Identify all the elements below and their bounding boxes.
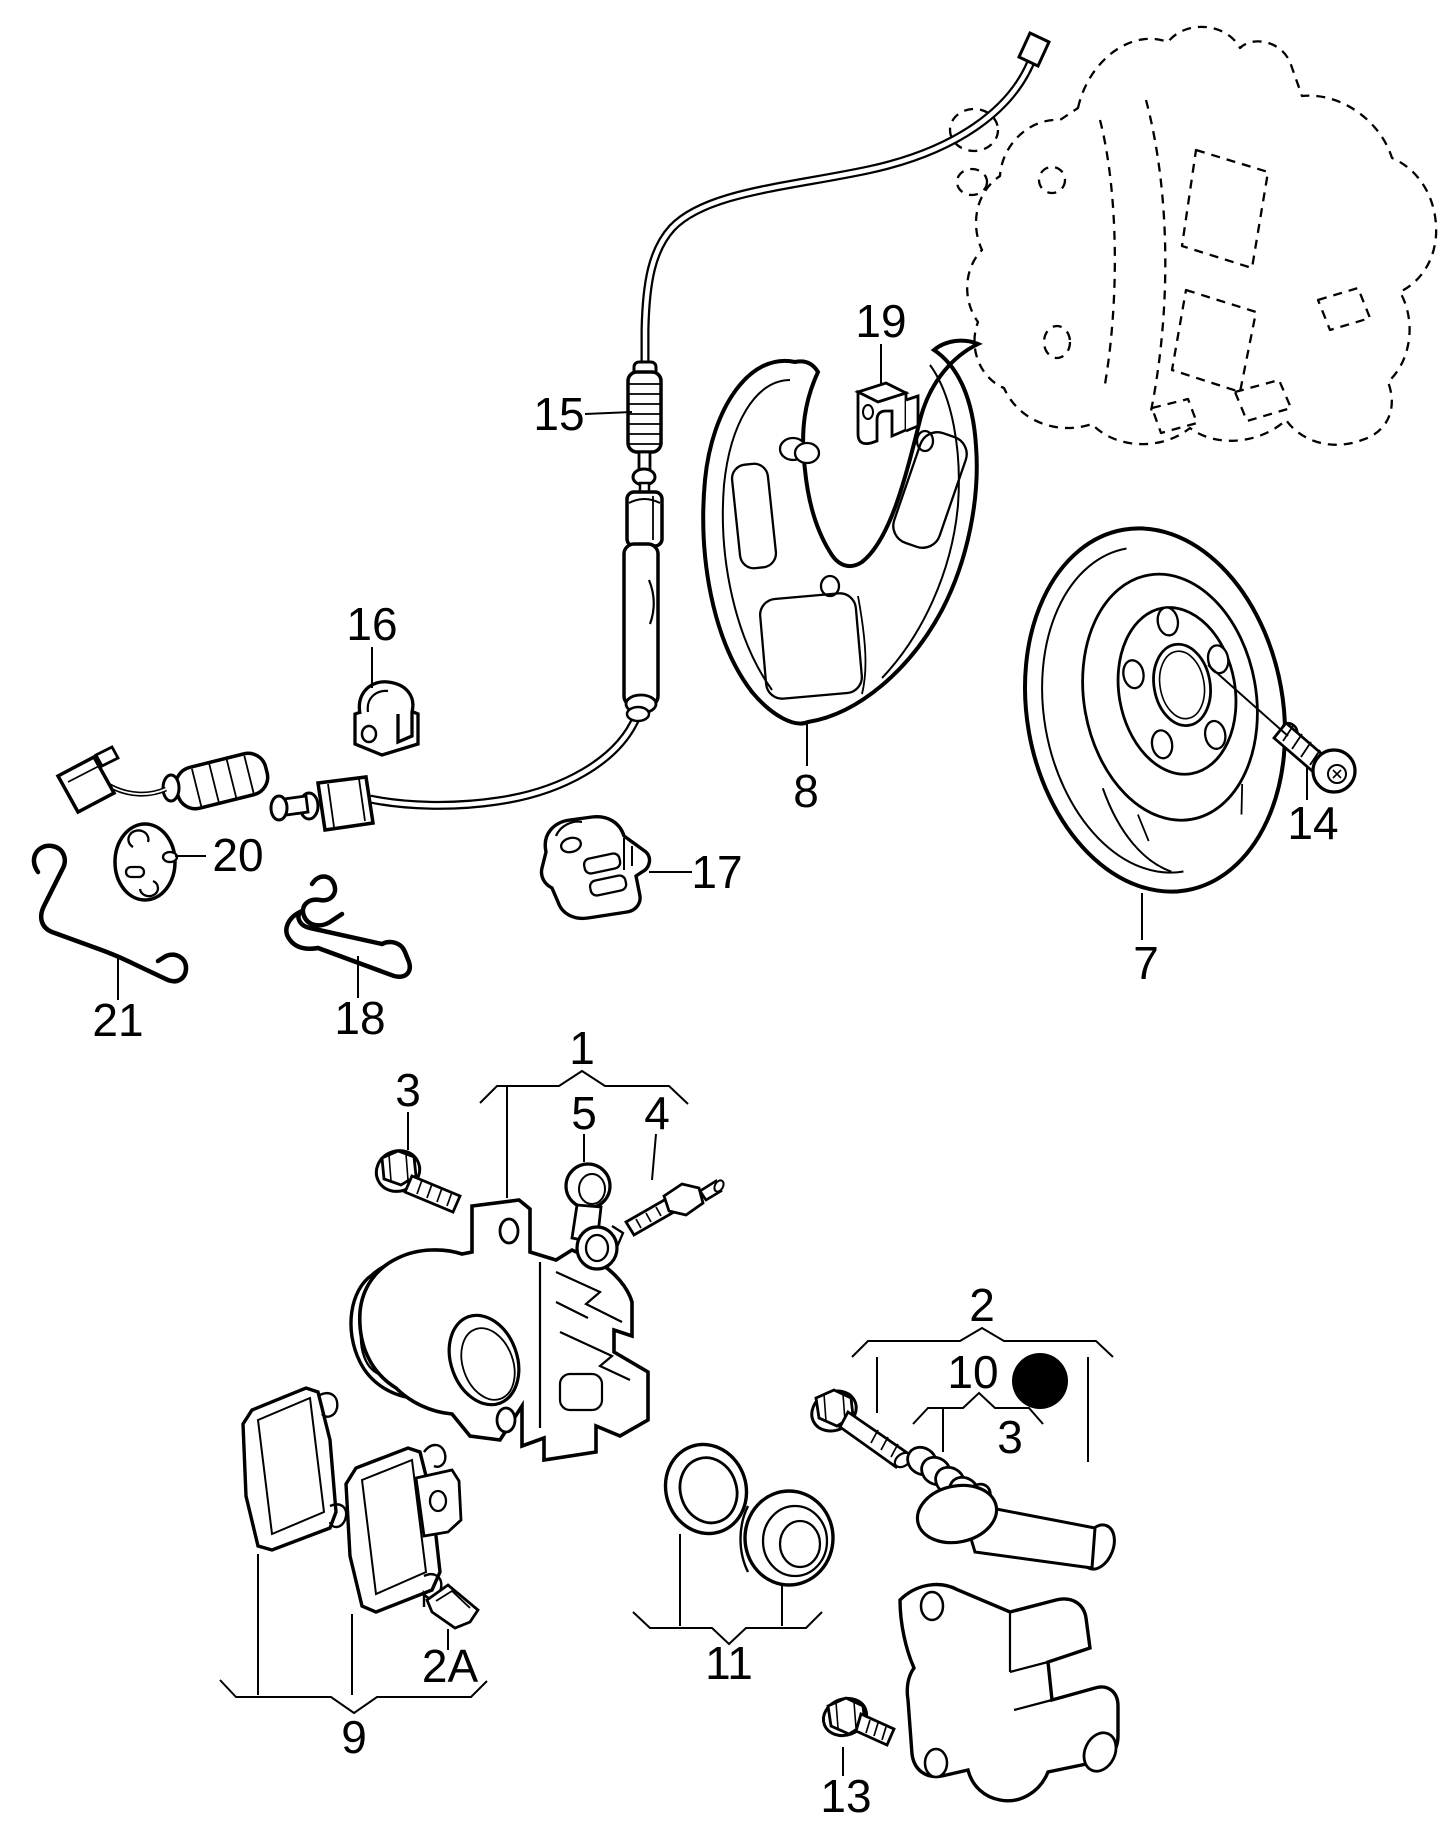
callout-10: 10 (947, 1346, 999, 1398)
brake-spring-right (284, 874, 412, 979)
brake-cable-lower (55, 705, 651, 832)
callout-13: 13 (820, 1770, 872, 1822)
callout-1: 1 (569, 1022, 595, 1074)
callout-20: 20 (212, 829, 264, 881)
callout-5: 5 (571, 1087, 597, 1139)
callout-7: 7 (1133, 937, 1159, 989)
filled-circle-marker (1012, 1353, 1068, 1409)
guide-pin-bolt (810, 1388, 913, 1469)
piston-seal-ring (663, 1442, 749, 1536)
retaining-clip (854, 381, 920, 445)
caliper-piston (739, 1489, 835, 1587)
stud-bolt (624, 1179, 725, 1237)
callout-14: 14 (1287, 797, 1339, 849)
callout-3-lower: 3 (997, 1411, 1023, 1463)
callout-11: 11 (705, 1637, 753, 1689)
pad-shim (425, 1583, 480, 1630)
cable-clamp (539, 815, 652, 921)
callout-3-upper: 3 (395, 1064, 421, 1116)
brake-cable-upper (622, 30, 1051, 715)
callout-18: 18 (334, 992, 386, 1044)
splash-shield (701, 338, 983, 726)
guide-link (564, 1162, 625, 1271)
disc-retaining-screw (1272, 720, 1357, 794)
carrier-bolt (821, 1696, 896, 1747)
callout-16: 16 (346, 598, 398, 650)
callout-8: 8 (793, 765, 819, 817)
callout-9: 9 (341, 1711, 367, 1763)
grommet (113, 822, 179, 902)
brake-caliper-housing (349, 1198, 650, 1463)
caliper-carrier (898, 1483, 1120, 1803)
brake-spring-left (31, 843, 189, 984)
brake-pad-outer (241, 1386, 348, 1552)
callout-15: 15 (533, 388, 585, 440)
caliper-bolt (374, 1149, 462, 1214)
callout-4: 4 (644, 1087, 670, 1139)
brake-pad-inner (344, 1443, 463, 1614)
callout-21: 21 (92, 994, 144, 1046)
leader-lines (117, 344, 1308, 1776)
callout-2: 2 (969, 1279, 995, 1331)
brake-disc (1023, 526, 1287, 894)
callout-2A: 2A (421, 1640, 479, 1692)
cable-bracket-clip (353, 680, 420, 757)
callout-17: 17 (691, 846, 743, 898)
ghost-caliper-outline (948, 25, 1438, 446)
callout-19: 19 (855, 295, 907, 347)
